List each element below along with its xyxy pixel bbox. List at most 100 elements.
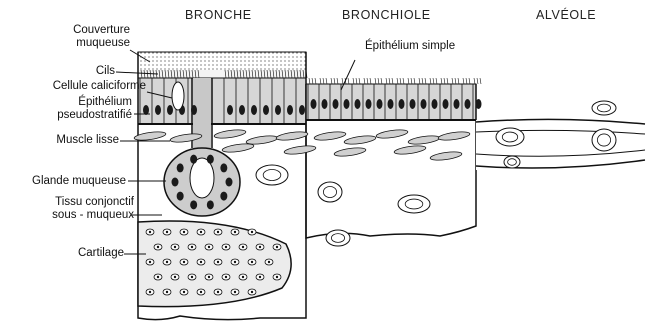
cilium	[433, 78, 434, 84]
red-blood-cell	[508, 159, 517, 166]
label-muscle-lisse: Muscle lisse	[56, 134, 119, 147]
red-blood-cell	[597, 104, 610, 112]
cilium	[381, 78, 382, 84]
cilium	[392, 78, 393, 84]
nucleus	[421, 99, 427, 109]
cilium	[458, 78, 459, 84]
cilium	[436, 78, 437, 84]
cilium	[348, 78, 349, 84]
cilium	[375, 78, 376, 84]
nucleus	[227, 105, 233, 115]
cilium	[312, 78, 313, 84]
label-cartilage: Cartilage	[78, 247, 124, 260]
pseudostratified-epithelium	[138, 78, 306, 124]
cilium	[389, 78, 390, 84]
nucleus	[251, 105, 257, 115]
cilium	[320, 78, 321, 84]
label-couverture-line1: Couverture	[73, 24, 130, 37]
chondrocyte-nucleus	[259, 246, 261, 248]
nucleus	[333, 99, 339, 109]
nucleus	[275, 105, 281, 115]
alveolus-section	[476, 119, 645, 170]
smooth-muscle-cell	[222, 142, 255, 153]
smooth-muscle-cell	[214, 128, 247, 139]
cilium	[419, 78, 420, 84]
chondrocyte-nucleus	[217, 261, 219, 263]
gland-nucleus	[177, 163, 184, 172]
chondrocyte-nucleus	[191, 246, 193, 248]
cilium	[403, 78, 404, 84]
cilium	[408, 78, 409, 84]
nucleus	[432, 99, 438, 109]
chondrocyte-nucleus	[276, 246, 278, 248]
nucleus	[476, 99, 482, 109]
cilium	[367, 78, 368, 84]
label-epithelium-line1: Épithélium	[78, 96, 132, 109]
label-couverture-line2: muqueuse	[76, 37, 130, 50]
header-bronchiole: BRONCHIOLE	[342, 8, 431, 22]
cilium	[477, 78, 478, 84]
chondrocyte-nucleus	[242, 276, 244, 278]
chondrocyte-nucleus	[225, 276, 227, 278]
nucleus	[344, 99, 350, 109]
red-blood-cell	[502, 132, 517, 142]
cilium	[334, 78, 335, 84]
label-cellule-caliciforme: Cellule caliciforme	[53, 80, 146, 93]
nucleus	[263, 105, 269, 115]
cilium	[337, 78, 338, 84]
label-tissu-line2: sous - muqueux	[52, 209, 134, 222]
chondrocyte-nucleus	[191, 276, 193, 278]
chondrocyte-nucleus	[217, 291, 219, 293]
cilium	[378, 78, 379, 84]
smooth-muscle-cell	[314, 130, 347, 141]
chondrocyte-nucleus	[183, 261, 185, 263]
bronchus-section	[138, 52, 306, 320]
gland-nucleus	[177, 192, 184, 201]
cilium	[364, 78, 365, 84]
cilium	[474, 78, 475, 84]
cilium	[422, 78, 423, 84]
cilium	[425, 78, 426, 84]
smooth-muscle-cell	[438, 130, 471, 141]
smooth-muscle-cell	[284, 144, 317, 155]
cilium	[315, 78, 316, 84]
label-glande-muqueuse: Glande muqueuse	[32, 175, 126, 188]
chondrocyte-nucleus	[200, 261, 202, 263]
cilium	[463, 78, 464, 84]
cilium	[466, 78, 467, 84]
chondrocyte-nucleus	[251, 231, 253, 233]
nucleus	[355, 99, 361, 109]
chondrocyte-nucleus	[217, 231, 219, 233]
gland-nucleus	[207, 200, 214, 209]
nucleus	[366, 99, 372, 109]
cilium	[353, 78, 354, 84]
nucleus	[443, 99, 449, 109]
chondrocyte-nucleus	[174, 276, 176, 278]
gland-nucleus	[172, 178, 179, 187]
cilia-band	[138, 70, 306, 78]
cilium	[447, 78, 448, 84]
chondrocyte-nucleus	[234, 291, 236, 293]
nucleus	[311, 99, 317, 109]
cilium	[452, 78, 453, 84]
nucleus	[167, 105, 173, 115]
chondrocyte-nucleus	[268, 261, 270, 263]
cilium	[400, 78, 401, 84]
chondrocyte-nucleus	[183, 231, 185, 233]
chondrocyte-nucleus	[208, 276, 210, 278]
cilium	[386, 78, 387, 84]
nucleus	[322, 99, 328, 109]
nucleus	[299, 105, 305, 115]
chondrocyte-nucleus	[225, 246, 227, 248]
smooth-muscle-cell	[408, 134, 441, 145]
chondrocyte-nucleus	[149, 261, 151, 263]
cilium	[331, 78, 332, 84]
chondrocyte-nucleus	[208, 246, 210, 248]
cilium	[359, 78, 360, 84]
gland-nucleus	[220, 192, 227, 201]
red-blood-cell	[331, 234, 344, 243]
gland-nucleus	[190, 155, 197, 164]
gland-nucleus	[207, 155, 214, 164]
header-bronche: BRONCHE	[185, 8, 252, 22]
nucleus	[191, 105, 197, 115]
